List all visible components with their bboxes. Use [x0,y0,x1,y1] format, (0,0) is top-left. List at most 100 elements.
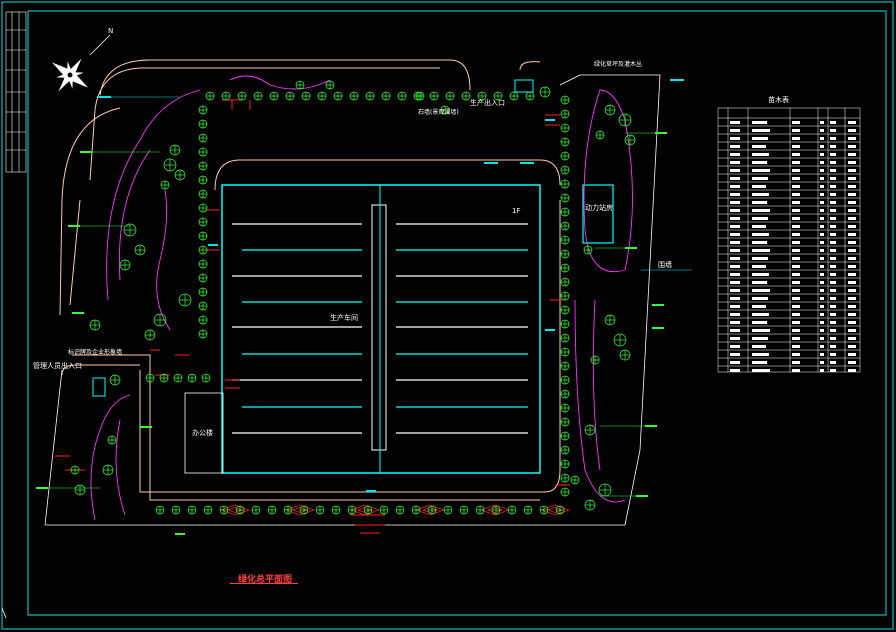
power-station-building [582,184,614,244]
tree-icon [443,505,453,515]
table-cell-text [820,177,824,180]
table-cell-text [848,121,856,124]
table-cell-text [730,153,740,156]
table-cell-text [752,169,770,172]
table-cell-text [848,225,856,228]
tree-icon [317,91,327,101]
tree-icon [169,144,181,156]
table-cell-text [792,345,800,348]
tree-icon [509,91,519,101]
table-cell-text [820,345,824,348]
table-cell-text [820,185,824,188]
table-cell-text [848,193,856,196]
tree-icon [493,91,503,101]
table-cell-text [752,153,769,156]
tree-icon [381,91,391,101]
tree-icon [198,259,208,269]
tree-icon [198,329,208,339]
table-cell-text [830,217,836,220]
tree-icon [395,505,405,515]
table-cell-text [752,241,767,244]
tree-icon [440,105,450,115]
table-cell-text [730,249,740,252]
tree-symbols [70,80,636,515]
tree-icon [237,91,247,101]
tree-icon [525,91,535,101]
table-cell-text [730,305,740,308]
tree-icon [159,373,169,383]
tree-icon [379,505,389,515]
table-cell-text [792,281,800,284]
tree-icon [198,189,208,199]
table-cell-text [792,361,800,364]
tree-icon [560,193,570,203]
table-cell-text [848,153,856,156]
table-cell-text [830,121,836,124]
table-cell-text [730,129,740,132]
table-cell-text [792,297,800,300]
table-cell-text [792,233,800,236]
table-cell-text [792,249,800,252]
tree-icon [198,133,208,143]
tree-icon [427,505,437,515]
plant-table-title: 苗木表 [768,96,789,104]
table-cell-text [830,345,836,348]
staff-entrance-label: 管理人员出入口 [33,362,82,370]
table-cell-text [830,137,836,140]
table-cell-text [792,121,800,124]
tree-icon [445,91,455,101]
table-cell-text [752,289,770,292]
table-cell-text [752,129,770,132]
tree-icon [365,91,375,101]
tree-icon [171,505,181,515]
table-cell-text [752,337,768,340]
table-cell-text [730,329,740,332]
table-cell-text [752,193,769,196]
table-cell-text [752,201,767,204]
tree-icon [604,314,616,326]
tree-icon [283,505,293,515]
table-cell-text [752,177,768,180]
tree-icon [198,161,208,171]
table-cell-text [792,193,800,196]
tree-icon [560,137,570,147]
table-cell-text [730,161,740,164]
table-cell-text [752,321,767,324]
tree-icon [203,505,213,515]
drawing-title: 绿化总平面图 [238,575,293,585]
table-cell-text [830,265,836,268]
table-cell-text [752,249,770,252]
table-cell-text [830,193,836,196]
table-cell-text [848,129,856,132]
tree-icon [570,475,580,485]
table-cell-text [848,241,856,244]
table-cell-text [752,137,768,140]
tree-icon [144,329,156,341]
table-cell-text [792,129,800,132]
table-cell-text [830,273,836,276]
tree-icon [173,373,183,383]
table-cell-text [792,257,800,260]
tree-icon [174,169,186,181]
table-cell-text [830,185,836,188]
tree-icon [560,151,570,161]
table-cell-text [848,337,856,340]
tree-icon [253,91,263,101]
tree-icon [491,505,501,515]
table-cell-text [820,217,824,220]
tree-icon [155,505,165,515]
guard-house-west [92,377,106,397]
table-cell-text [730,265,740,268]
tree-icon [198,231,208,241]
tree-icon [109,374,121,386]
guard-house-north [514,79,534,93]
table-cell-text [792,185,800,188]
tree-icon [475,505,485,515]
table-cell-text [730,369,740,372]
tree-icon [459,505,469,515]
table-cell-text [830,313,836,316]
table-cell-text [792,329,800,332]
table-cell-text [820,313,824,316]
table-cell-text [848,161,856,164]
